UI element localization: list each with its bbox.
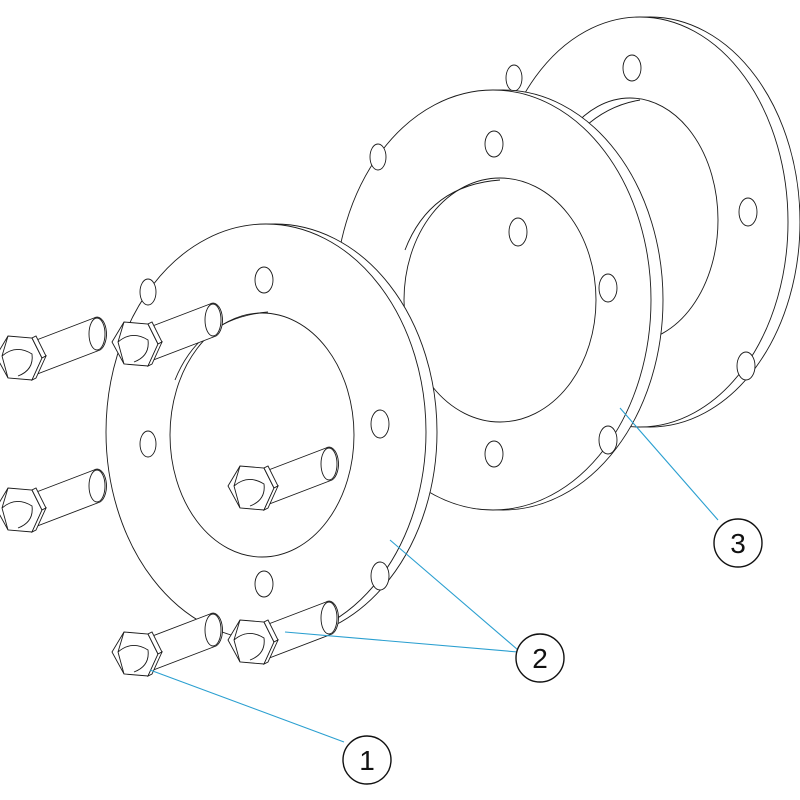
bolt-left-upper [0, 316, 107, 381]
callout-2: 2 [515, 633, 565, 683]
leader-2b [389, 539, 519, 651]
leader-lines [149, 407, 719, 743]
callout-label: 3 [730, 528, 746, 559]
bolt-left-lower [0, 468, 107, 533]
callout-1: 1 [342, 735, 392, 785]
callout-3: 3 [713, 518, 763, 568]
leader-1 [149, 669, 345, 743]
callout-label: 1 [359, 745, 375, 776]
bolt-front-lower [111, 612, 223, 677]
gasket-front-holes [139, 266, 390, 598]
gasket-front [105, 223, 438, 641]
callout-balloon [515, 633, 565, 683]
leader-2a [284, 631, 519, 653]
callout-label: 2 [532, 643, 548, 674]
callout-balloon [342, 735, 392, 785]
callout-balloon [713, 518, 763, 568]
leader-3 [619, 407, 719, 521]
